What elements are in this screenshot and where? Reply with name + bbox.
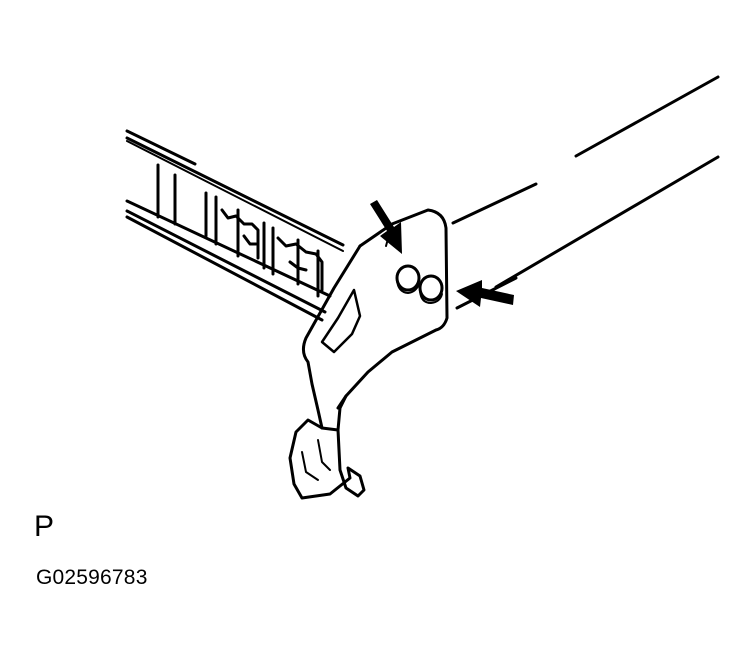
figure-code: G02596783 [36,566,148,589]
bolt-left [395,264,421,294]
arrow-lower-icon [456,280,514,307]
arrow-upper-icon [370,200,402,254]
bolt-right [418,274,444,304]
hook [288,418,366,500]
frame-rail [125,129,345,322]
view-label: P [34,510,55,543]
mounting-plate [336,208,449,410]
cross-member [451,75,720,310]
hanger-arm [301,244,362,430]
